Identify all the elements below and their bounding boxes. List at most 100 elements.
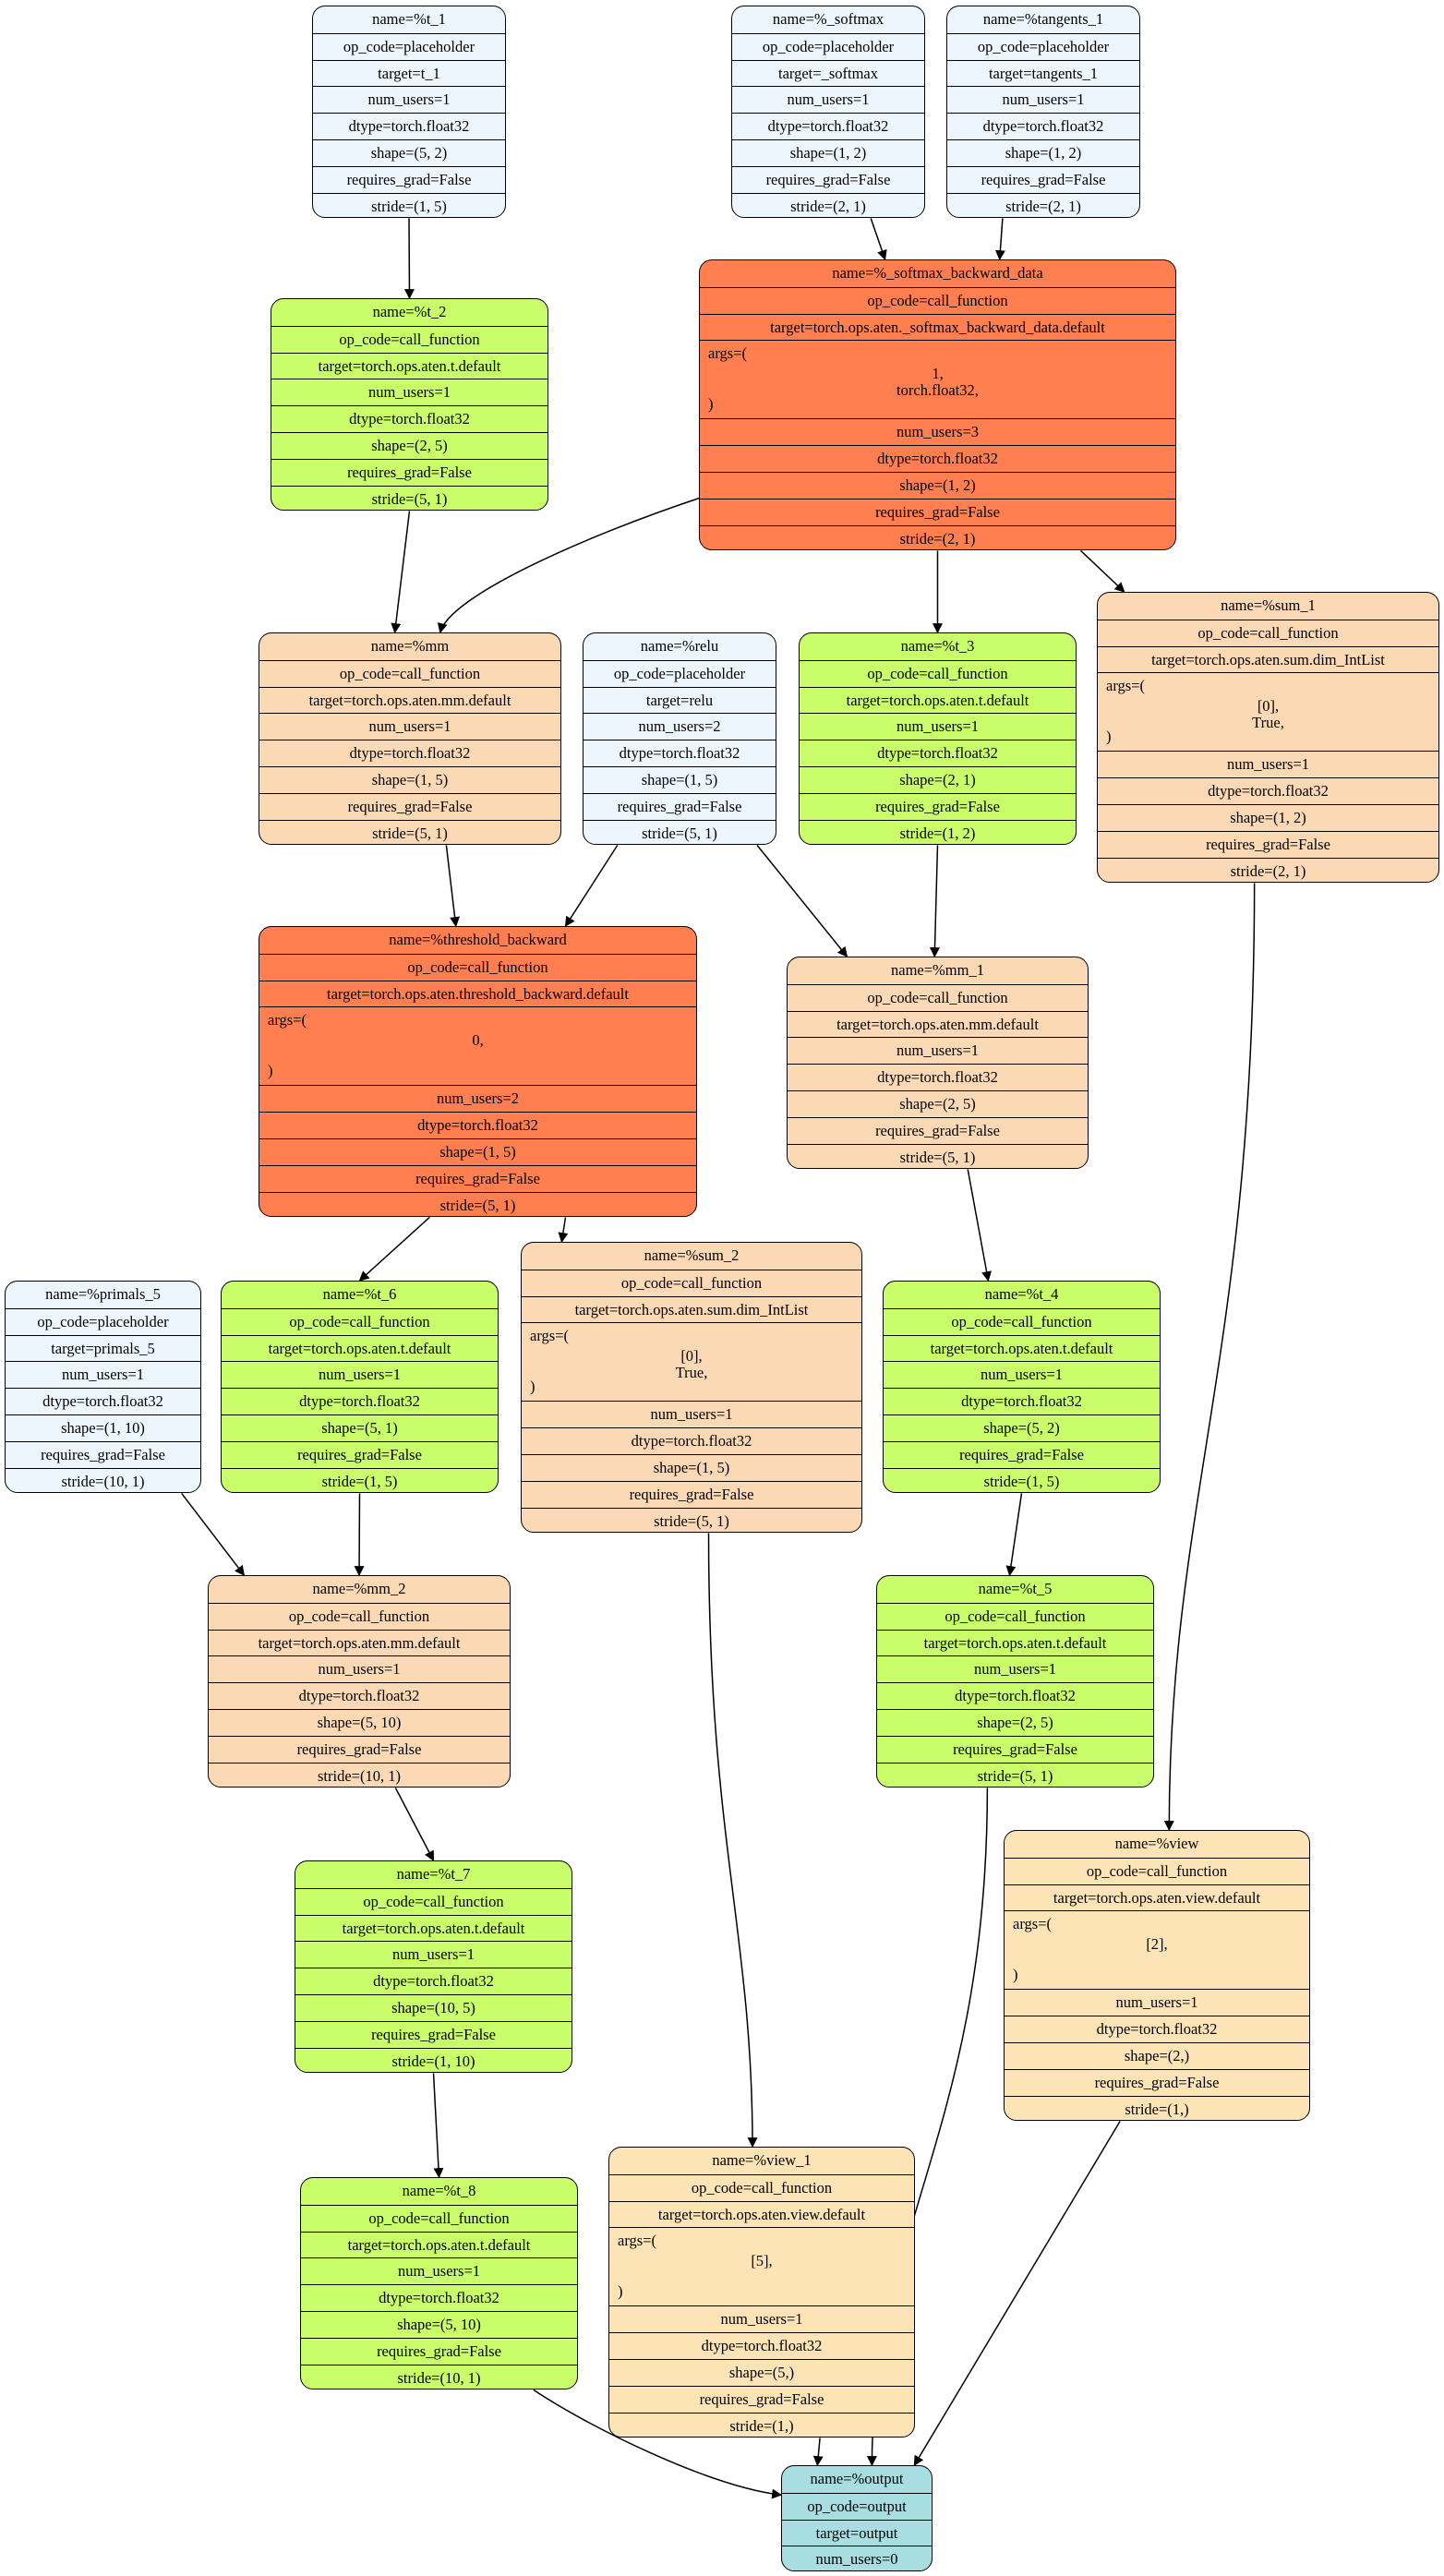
- node-field: num_users=1: [222, 1361, 498, 1388]
- node-field: requires_grad=False: [1005, 2068, 1309, 2096]
- node-field: target=torch.ops.aten.threshold_backward…: [259, 980, 696, 1007]
- edge-t-3-to-mm-1: [930, 845, 940, 958]
- node-field: target=torch.ops.aten.sum.dim_IntList: [522, 1295, 861, 1323]
- edge-tangents-1-to-softmax-backward-data: [994, 218, 1005, 261]
- node-field: target=torch.ops.aten.view.default: [1005, 1884, 1309, 1911]
- node-field: op_code=call_function: [222, 1307, 498, 1335]
- node-field: stride=(2, 1): [700, 524, 1175, 550]
- edge-sum-1-to-view: [1163, 883, 1256, 1832]
- node-field: shape=(1, 2): [732, 138, 924, 166]
- node-field: target=primals_5: [6, 1334, 200, 1362]
- node-field: requires_grad=False: [947, 165, 1139, 193]
- node-field: num_users=1: [209, 1655, 510, 1682]
- node-field: num_users=3: [700, 418, 1175, 445]
- node-field: num_users=1: [1005, 1989, 1309, 2016]
- node-field: target=torch.ops.aten.mm.default: [209, 1629, 510, 1656]
- node-field: shape=(2,): [1005, 2041, 1309, 2069]
- node-field: target=torch.ops.aten.t.default: [884, 1334, 1160, 1362]
- node-field: dtype=torch.float32: [209, 1682, 510, 1709]
- args-open: args=(: [268, 1011, 307, 1029]
- edge-softmax-backward-data-to-mm: [437, 497, 700, 634]
- node-field: stride=(1, 2): [800, 819, 1076, 845]
- node-field: requires_grad=False: [222, 1440, 498, 1468]
- edge-t-8-to-output: [533, 2389, 783, 2499]
- node-field: shape=(5, 1): [222, 1414, 498, 1441]
- node-field: dtype=torch.float32: [877, 1682, 1153, 1709]
- node-field: requires_grad=False: [301, 2337, 577, 2365]
- node-field: requires_grad=False: [609, 2385, 914, 2413]
- node-field: requires_grad=False: [6, 1440, 200, 1468]
- node-field: op_code=call_function: [295, 1887, 572, 1915]
- node-field: requires_grad=False: [700, 498, 1175, 525]
- node-field: shape=(5,): [609, 2358, 914, 2386]
- node-field: op_code=placeholder: [732, 32, 924, 60]
- node-field: target=torch.ops.aten.t.default: [222, 1334, 498, 1362]
- node-field: name=%output: [810, 2470, 904, 2487]
- node-field: num_users=1: [732, 86, 924, 113]
- node-field: op_code=placeholder: [313, 32, 505, 60]
- node-field: name=%_softmax_backward_data: [832, 264, 1043, 282]
- edge-primals-5-to-mm-2: [181, 1492, 246, 1576]
- node-field: stride=(2, 1): [732, 192, 924, 218]
- node-field: stride=(5, 1): [271, 485, 548, 511]
- node-field: op_code=call_function: [884, 1307, 1160, 1335]
- node-field: shape=(2, 1): [800, 765, 1076, 793]
- node-field: target=torch.ops.aten.t.default: [271, 352, 548, 379]
- node-field: op_code=placeholder: [947, 32, 1139, 60]
- node-field: shape=(5, 2): [884, 1414, 1160, 1441]
- node-field: dtype=torch.float32: [271, 405, 548, 432]
- arg-value: torch.float32,: [896, 381, 979, 400]
- node-field: name=%t_4: [984, 1285, 1059, 1303]
- node-field: requires_grad=False: [313, 165, 505, 193]
- node-field: num_users=2: [259, 1085, 696, 1112]
- edge-view-to-output: [913, 2121, 1121, 2466]
- node-field: num_users=0: [782, 2546, 932, 2570]
- node-field: shape=(5, 2): [313, 138, 505, 166]
- node-field: op_code=call_function: [209, 1602, 510, 1630]
- node-args: args=(0,): [259, 1006, 696, 1085]
- node-field: stride=(5, 1): [788, 1143, 1088, 1169]
- args-open: args=(: [708, 344, 747, 363]
- node-field: dtype=torch.float32: [732, 113, 924, 139]
- node-field: name=%threshold_backward: [389, 931, 567, 948]
- node-field: target=torch.ops.aten.t.default: [301, 2231, 577, 2258]
- node-field: target=torch.ops.aten._softmax_backward_…: [700, 313, 1175, 341]
- node-field: requires_grad=False: [884, 1440, 1160, 1468]
- node-field: name=%mm: [370, 637, 450, 655]
- edge-t-2-to-mm: [391, 511, 411, 634]
- node-field: target=torch.ops.aten.sum.dim_IntList: [1098, 645, 1438, 673]
- node-field: dtype=torch.float32: [800, 740, 1076, 766]
- node-field: num_users=1: [609, 2305, 914, 2332]
- edge-threshold-backward-to-sum-2: [558, 1217, 569, 1244]
- node-field: num_users=1: [522, 1401, 861, 1427]
- node-field: target=tangents_1: [947, 59, 1139, 87]
- arg-value: [5],: [751, 2252, 773, 2270]
- node-field: dtype=torch.float32: [522, 1427, 861, 1454]
- node-field: op_code=placeholder: [584, 659, 776, 687]
- node-field: requires_grad=False: [877, 1735, 1153, 1763]
- node-field: num_users=1: [259, 713, 560, 740]
- arg-value: 0,: [472, 1031, 484, 1050]
- node-field: dtype=torch.float32: [1098, 777, 1438, 804]
- node-field: dtype=torch.float32: [259, 740, 560, 766]
- node-field: name=%t_5: [978, 1580, 1053, 1597]
- args-open: args=(: [618, 2232, 656, 2250]
- args-close: ): [708, 395, 714, 414]
- edge-softmax-to-softmax-backward-data: [870, 218, 887, 261]
- node-field: dtype=torch.float32: [1005, 2016, 1309, 2042]
- args-open: args=(: [1013, 1915, 1052, 1933]
- edge-sum-2-to-view-1: [707, 1533, 758, 2149]
- node-field: op_code=call_function: [1098, 619, 1438, 646]
- node-field: target=torch.ops.aten.mm.default: [788, 1010, 1088, 1038]
- node-field: shape=(10, 5): [295, 1993, 572, 2021]
- node-field: shape=(1, 5): [522, 1453, 861, 1481]
- node-field: stride=(5, 1): [877, 1762, 1153, 1788]
- node-field: stride=(10, 1): [209, 1762, 510, 1788]
